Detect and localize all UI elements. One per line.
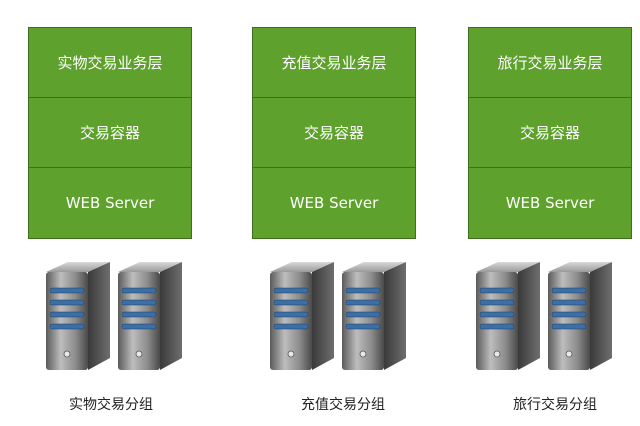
container-layer: 交易容器 — [469, 98, 631, 168]
business-layer: 实物交易业务层 — [29, 28, 191, 98]
business-layer: 旅行交易业务层 — [469, 28, 631, 98]
group-label-2: 充值交易分组 — [301, 397, 385, 413]
group-label-3: 旅行交易分组 — [513, 397, 597, 413]
server-pair-2 — [264, 258, 434, 378]
web-server-layer: WEB Server — [289, 194, 379, 212]
server-icon — [476, 262, 540, 370]
business-layer: 充值交易业务层 — [253, 28, 415, 98]
web-server-layer: WEB Server — [65, 194, 155, 212]
layer-stack-1: 实物交易业务层 交易容器 WEB Server — [28, 27, 192, 239]
web-server-layer: WEB Server — [505, 194, 595, 212]
container-layer: 交易容器 — [253, 98, 415, 168]
server-icon — [270, 262, 334, 370]
layer-stack-2: 充值交易业务层 交易容器 WEB Server — [252, 27, 416, 239]
container-layer: 交易容器 — [29, 98, 191, 168]
server-icon — [118, 262, 182, 370]
server-icon — [342, 262, 406, 370]
group-label-1: 实物交易分组 — [69, 397, 153, 413]
layer-stack-3: 旅行交易业务层 交易容器 WEB Server — [468, 27, 632, 239]
server-pair-1 — [40, 258, 210, 378]
server-icon — [548, 262, 612, 370]
server-icon — [46, 262, 110, 370]
server-pair-3 — [470, 258, 640, 378]
